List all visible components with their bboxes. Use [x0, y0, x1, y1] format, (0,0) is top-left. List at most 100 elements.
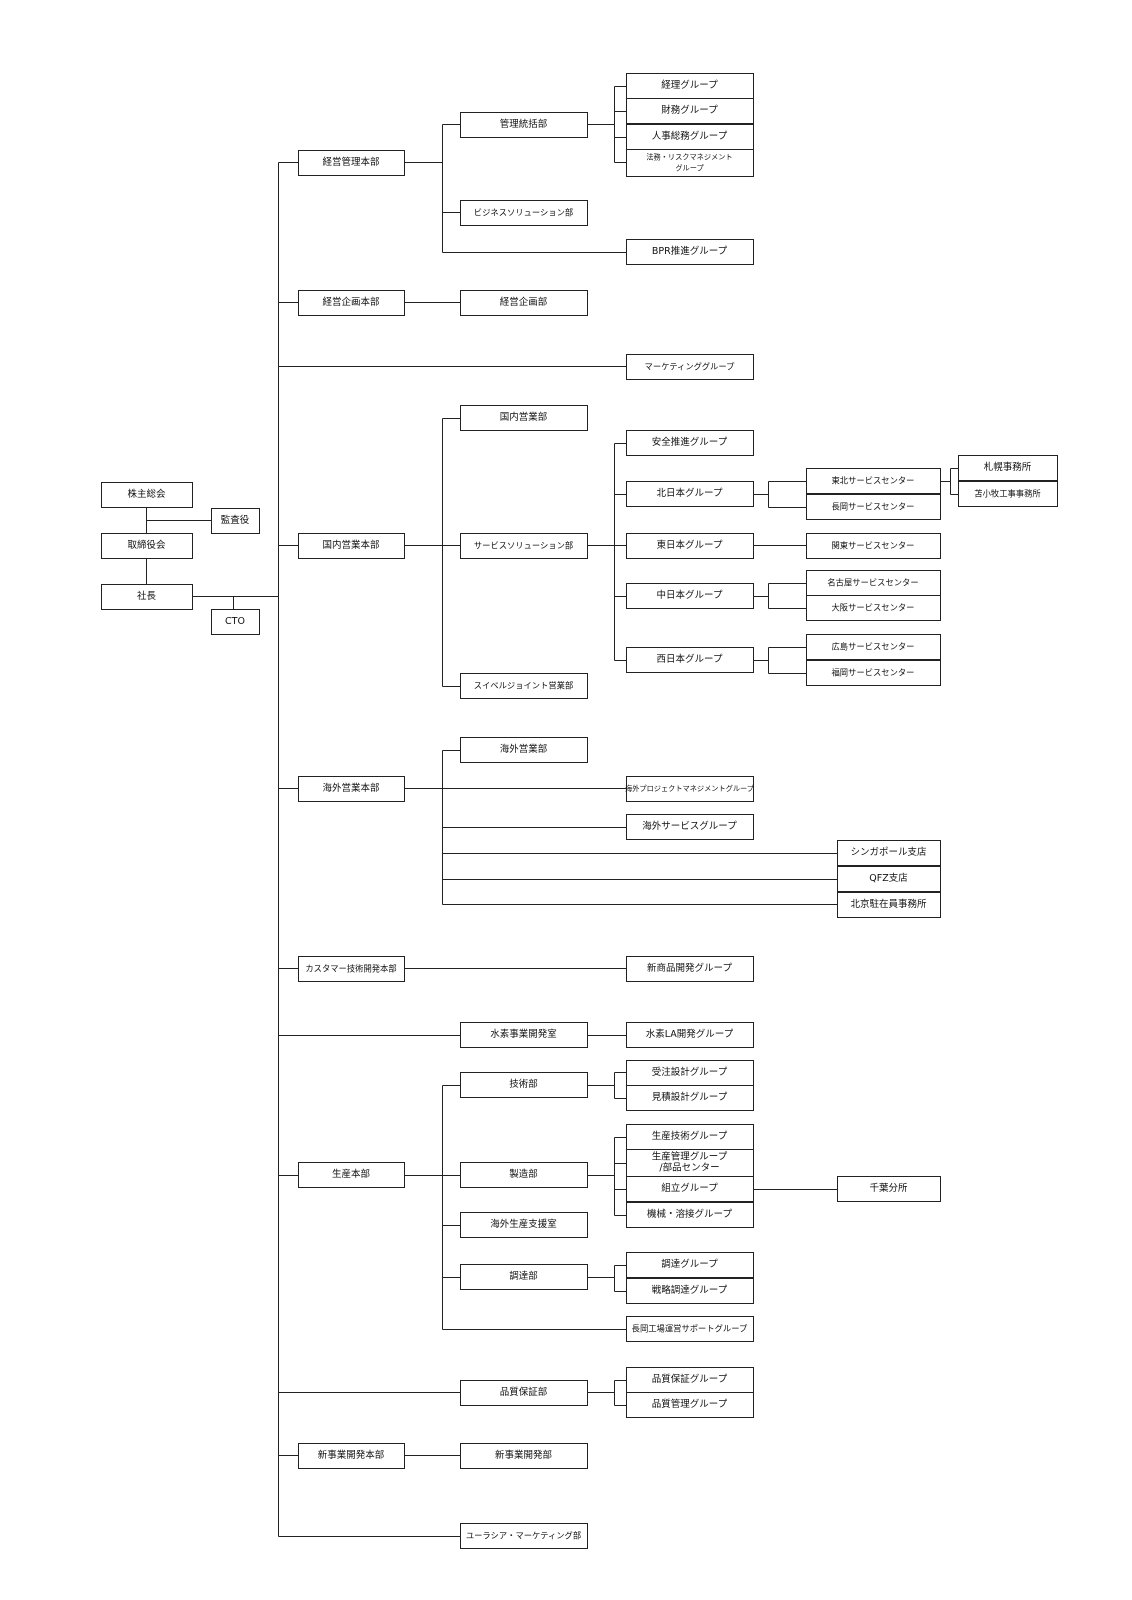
org-box-service-solution: サービスソリューション部	[460, 533, 588, 559]
org-box-senryaku: 戦略調達グループ	[626, 1278, 754, 1304]
org-box-kokunai-bu: 国内営業部	[460, 405, 588, 431]
org-box-frame	[298, 150, 405, 176]
org-box-frame	[211, 609, 260, 635]
org-box-kaigai-service: 海外サービスグループ	[626, 814, 754, 840]
org-box-label: 見積設計グループ	[652, 1091, 728, 1103]
org-box-label: 苫小牧工事事務所	[974, 489, 1040, 499]
org-box-label: 財務グループ	[661, 104, 718, 116]
org-box-frame	[101, 533, 193, 559]
org-box-frame	[298, 290, 405, 316]
org-box-label: 北日本グループ	[657, 487, 723, 499]
org-box-label: 機械・溶接グループ	[647, 1208, 732, 1220]
org-box-label: 長岡サービスセンター	[832, 502, 915, 512]
org-box-label: 調達部	[509, 1270, 538, 1282]
org-box-label: 経営管理本部	[322, 156, 379, 168]
org-box-anzen: 安全推進グループ	[626, 430, 754, 456]
org-box-frame	[211, 508, 260, 534]
org-box-shinshohin: 新商品開発グループ	[626, 956, 754, 982]
org-box-label: 海外営業部	[500, 743, 548, 755]
org-box-frame	[626, 430, 754, 456]
org-box-fukuoka: 福岡サービスセンター	[806, 660, 941, 686]
org-box-nagaoka-sc: 長岡サービスセンター	[806, 494, 941, 520]
org-box-singapore: シンガポール支店	[837, 840, 941, 866]
org-box-label: 監査役	[221, 514, 250, 526]
org-box-frame	[626, 533, 754, 559]
org-box-frame	[626, 1022, 754, 1048]
org-box-chotatsu-bu: 調達部	[460, 1264, 588, 1290]
org-box-frame	[460, 673, 588, 699]
org-box-kaigai-seisan: 海外生産支援室	[460, 1212, 588, 1238]
org-box-beijing: 北京駐在員事務所	[837, 892, 941, 918]
org-box-label: 大阪サービスセンター	[832, 603, 915, 613]
org-box-frame	[626, 1060, 754, 1086]
org-box-kokunai-honbu: 国内営業本部	[298, 533, 405, 559]
org-box-label: 東日本グループ	[657, 539, 723, 551]
org-box-frame	[460, 1162, 588, 1188]
org-box-chiba: 千葉分所	[837, 1176, 941, 1202]
org-box-shareholders: 株主総会	[101, 482, 193, 508]
org-box-frame	[298, 533, 405, 559]
org-box-jinji: 人事総務グループ	[626, 124, 754, 150]
org-box-frame	[460, 1443, 588, 1469]
org-box-label: 東北サービスセンター	[832, 476, 915, 486]
org-box-sapporo: 札幌事務所	[958, 455, 1058, 481]
org-box-label: 福岡サービスセンター	[832, 668, 915, 678]
org-box-frame	[806, 570, 941, 596]
org-box-customer-tech: カスタマー技術開発本部	[298, 956, 405, 982]
org-box-zaimu: 財務グループ	[626, 98, 754, 124]
org-box-marketing: マーケティンググループ	[626, 354, 754, 380]
org-box-label: 安全推進グループ	[652, 436, 728, 448]
org-box-frame	[101, 584, 193, 610]
org-box-label: マーケティンググループ	[645, 362, 736, 372]
org-box-frame	[460, 405, 588, 431]
org-box-keiei-kanri: 経営管理本部	[298, 150, 405, 176]
org-box-swivel: スイベルジョイント営業部	[460, 673, 588, 699]
org-box-kitanihon: 北日本グループ	[626, 481, 754, 507]
org-box-frame	[626, 1202, 754, 1228]
org-box-frame	[626, 1278, 754, 1304]
org-box-kikai: 機械・溶接グループ	[626, 1202, 754, 1228]
org-box-frame	[837, 840, 941, 866]
org-box-frame	[626, 73, 754, 99]
org-box-label: スイベルジョイント営業部	[474, 681, 574, 691]
org-box-label: 戦略調達グループ	[652, 1284, 728, 1296]
org-box-label: 技術部	[509, 1078, 538, 1090]
org-box-kanto: 関東サービスセンター	[806, 533, 941, 559]
org-box-label: ユーラシア・マーケティング部	[466, 1531, 581, 1541]
org-box-label: カスタマー技術開発本部	[305, 964, 396, 974]
org-box-label: 経理グループ	[661, 79, 718, 91]
org-box-label: 海外営業本部	[322, 782, 379, 794]
org-box-label: 製造部	[509, 1168, 538, 1180]
org-box-nakanihon: 中日本グループ	[626, 583, 754, 609]
org-box-label: 受注設計グループ	[652, 1066, 728, 1078]
org-box-frame	[626, 124, 754, 150]
org-box-frame	[460, 112, 588, 138]
org-box-label: 生産本部	[332, 1168, 370, 1180]
org-box-label: 株主総会	[127, 488, 166, 500]
org-box-gijutsu: 技術部	[460, 1072, 588, 1098]
org-box-keiri: 経理グループ	[626, 73, 754, 99]
org-box-label: 新事業開発部	[495, 1449, 552, 1461]
org-box-label: 千葉分所	[869, 1182, 908, 1194]
org-box-label: 取締役会	[127, 539, 166, 551]
org-box-label: 法務・リスクマネジメント	[646, 153, 732, 162]
org-box-label: グループ	[675, 164, 704, 173]
org-box-frame	[298, 956, 405, 982]
org-box-frame	[626, 647, 754, 673]
org-box-tomakomai: 苫小牧工事事務所	[958, 481, 1058, 507]
org-box-frame	[626, 1392, 754, 1418]
org-box-label: 水素事業開発室	[490, 1028, 557, 1040]
org-box-frame	[626, 1124, 754, 1150]
org-box-shinjigyo-bu: 新事業開発部	[460, 1443, 588, 1469]
org-box-seizo: 製造部	[460, 1162, 588, 1188]
org-box-label: 品質保証部	[500, 1386, 548, 1398]
org-box-shinjigyo-honbu: 新事業開発本部	[298, 1443, 405, 1469]
org-box-label: 管理統括部	[500, 118, 548, 130]
org-box-frame	[626, 149, 754, 177]
org-box-frame	[626, 354, 754, 380]
org-box-label: BPR推進グループ	[652, 245, 728, 257]
org-box-frame	[460, 1022, 588, 1048]
org-box-frame	[626, 1085, 754, 1111]
org-box-kaigai-honbu: 海外営業本部	[298, 776, 405, 802]
